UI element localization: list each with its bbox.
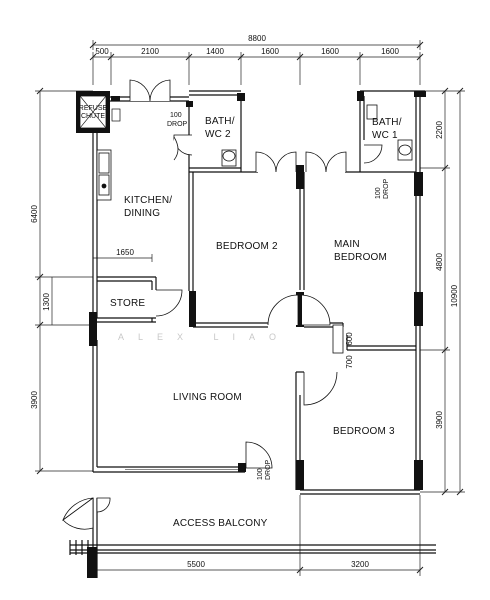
dim-right-3: 3900 xyxy=(435,411,444,429)
label-main-bedroom: BEDROOM xyxy=(334,252,387,263)
dim-left-1: 6400 xyxy=(30,205,39,223)
dim-top-1: 500 xyxy=(95,47,109,56)
label-drop-bath1-num: 100 xyxy=(375,187,382,199)
dimension-labels: 8800 500 2100 1400 1600 1600 1600 5500 3… xyxy=(30,34,459,569)
label-living: LIVING ROOM xyxy=(173,392,242,403)
dim-door-600: 600 xyxy=(345,332,354,346)
watermark: ALEX LIAO xyxy=(118,332,290,342)
room-labels: REFUSE CHUTE KITCHEN/ DINING 100 DROP BA… xyxy=(79,105,402,529)
label-store: STORE xyxy=(110,298,145,309)
label-drop-living-num: 100 xyxy=(257,468,264,480)
label-drop-living: DROP xyxy=(265,459,272,480)
dim-bottom-1: 5500 xyxy=(187,560,205,569)
walls xyxy=(69,90,436,578)
label-dining: DINING xyxy=(124,208,160,219)
label-main: MAIN xyxy=(334,239,360,250)
dim-top-5: 1600 xyxy=(321,47,339,56)
label-bath2-b: WC 2 xyxy=(205,129,231,140)
label-drop-bath1: DROP xyxy=(383,178,390,199)
dim-top-4: 1600 xyxy=(261,47,279,56)
fixtures xyxy=(96,104,413,201)
dim-left-2: 1300 xyxy=(42,293,51,311)
dim-door-700: 700 xyxy=(345,355,354,369)
columns xyxy=(87,91,426,578)
dim-top-2: 2100 xyxy=(141,47,159,56)
dim-left-3: 3900 xyxy=(30,391,39,409)
label-drop-top: DROP xyxy=(167,121,188,128)
dim-overall-width: 8800 xyxy=(248,34,266,43)
dim-store-width: 1650 xyxy=(116,248,134,257)
label-kitchen: KITCHEN/ xyxy=(124,195,172,206)
label-bedroom3: BEDROOM 3 xyxy=(333,426,395,437)
dim-right-1: 2200 xyxy=(435,121,444,139)
label-refuse: REFUSE xyxy=(79,105,108,112)
label-bedroom2: BEDROOM 2 xyxy=(216,241,278,252)
label-balcony: ACCESS BALCONY xyxy=(173,518,268,529)
dim-overall-height: 10900 xyxy=(450,284,459,307)
label-bath1-b: WC 1 xyxy=(372,130,398,141)
label-bath1-a: BATH/ xyxy=(372,117,402,128)
label-drop-top-num: 100 xyxy=(170,112,182,119)
dimension-lines xyxy=(35,40,465,576)
dim-bottom-2: 3200 xyxy=(351,560,369,569)
dim-right-2: 4800 xyxy=(435,253,444,271)
doors xyxy=(62,79,383,530)
label-chute: CHUTE xyxy=(81,113,105,120)
label-bath2-a: BATH/ xyxy=(205,116,235,127)
dim-top-3: 1400 xyxy=(206,47,224,56)
dim-top-6: 1600 xyxy=(381,47,399,56)
refuse-chute xyxy=(76,91,121,133)
